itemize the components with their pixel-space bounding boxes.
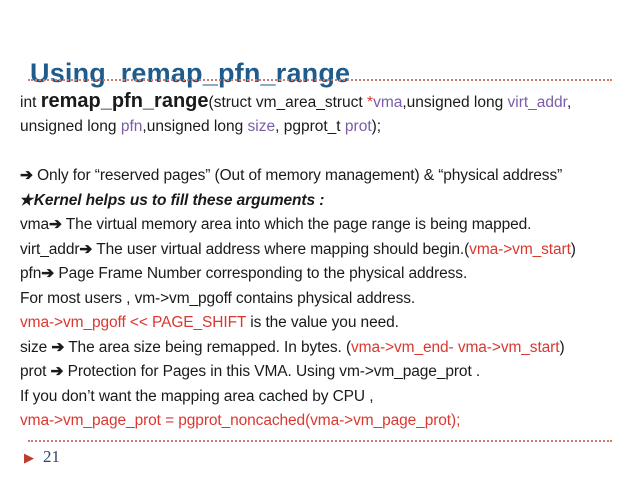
arg-prot-line: prot ➔ Protection for Pages in this VMA.… bbox=[20, 360, 634, 385]
arrow-icon: ➔ bbox=[51, 338, 65, 356]
text-segment: , bbox=[566, 94, 572, 111]
footer-divider bbox=[28, 440, 612, 442]
pfn-note-line-2: vma->vm_pgoff << PAGE_SHIFT is the value… bbox=[20, 311, 634, 336]
text-segment: If you don’t want the mapping area cache… bbox=[20, 387, 374, 405]
slide-footer: ▶ 21 bbox=[24, 447, 60, 467]
title-divider bbox=[28, 79, 612, 81]
text-segment: ); bbox=[371, 118, 382, 135]
arrow-icon: ➔ bbox=[50, 363, 64, 380]
text-segment: is the value you need. bbox=[246, 314, 399, 331]
text-segment: size bbox=[20, 338, 52, 356]
text-segment: prot bbox=[20, 363, 51, 380]
text-segment: unsigned long bbox=[20, 118, 121, 135]
text-segment: Page Frame Number corresponding to the p… bbox=[54, 265, 468, 282]
bullet-kernel-helps: ★ Kernel helps us to fill these argument… bbox=[18, 189, 634, 214]
text-segment: Only for “reserved pages” (Out of memory… bbox=[37, 167, 563, 184]
arrow-icon: ➔ bbox=[48, 216, 62, 233]
code-red: vma->vm_start bbox=[469, 240, 571, 258]
arg-virt-addr-line: virt_addr➔ The user virtual address wher… bbox=[20, 238, 634, 263]
param-pfn: pfn bbox=[120, 118, 143, 135]
text-segment: Kernel helps us to fill these arguments … bbox=[33, 191, 325, 209]
text-segment: , pgprot_t bbox=[275, 118, 345, 135]
code-red: vma->vm_end- vma->vm_start bbox=[351, 338, 560, 356]
text-segment: (struct vm_area_struct bbox=[208, 94, 368, 111]
text-segment: Protection for Pages in this VMA. Using … bbox=[63, 363, 481, 380]
arg-pfn-line: pfn➔ Page Frame Number corresponding to … bbox=[20, 262, 634, 287]
prot-note-line-1: If you don’t want the mapping area cache… bbox=[20, 385, 634, 410]
page-title: Using remap_pfn_range bbox=[30, 58, 351, 89]
arg-vma-line: vma➔ The virtual memory area into which … bbox=[20, 213, 634, 238]
vertical-spacer bbox=[20, 138, 634, 164]
text-segment: The user virtual address where mapping s… bbox=[92, 240, 470, 258]
text-segment: int bbox=[20, 94, 41, 111]
code-red: vma->vm_page_prot = pgprot_noncached(vma… bbox=[20, 412, 461, 429]
slide-body: int remap_pfn_range(struct vm_area_struc… bbox=[18, 88, 634, 434]
pointer-star: * bbox=[367, 94, 374, 111]
param-vma: vma bbox=[373, 94, 403, 111]
text-segment: ,unsigned long bbox=[402, 94, 508, 111]
text-segment: ,unsigned long bbox=[142, 118, 248, 135]
arg-size-line: size ➔ The area size being remapped. In … bbox=[20, 336, 634, 361]
function-signature-line-1: int remap_pfn_range(struct vm_area_struc… bbox=[20, 88, 634, 116]
arrow-icon: ➔ bbox=[20, 167, 38, 184]
param-prot: prot bbox=[344, 118, 372, 135]
text-segment: For most users , vm->vm_pgoff contains p… bbox=[20, 289, 416, 307]
param-size: size bbox=[247, 118, 276, 135]
pfn-note-line-1: For most users , vm->vm_pgoff contains p… bbox=[20, 287, 634, 312]
text-segment: The virtual memory area into which the p… bbox=[61, 216, 532, 233]
function-name: remap_pfn_range bbox=[40, 90, 209, 112]
text-segment: vma bbox=[20, 216, 49, 233]
bullet-only-for: ➔ Only for “reserved pages” (Out of memo… bbox=[20, 164, 634, 189]
text-segment: The area size being remapped. In bytes. … bbox=[64, 338, 352, 356]
text-segment: ) bbox=[559, 338, 565, 356]
text-segment: virt_addr bbox=[20, 240, 80, 258]
triangle-icon: ▶ bbox=[24, 449, 34, 465]
text-segment: pfn bbox=[20, 265, 42, 282]
star-icon: ★ bbox=[18, 191, 37, 209]
page-number: 21 bbox=[43, 447, 60, 466]
function-signature-line-2: unsigned long pfn,unsigned long size, pg… bbox=[20, 116, 634, 138]
code-red: vma->vm_pgoff << PAGE_SHIFT bbox=[20, 314, 247, 331]
arrow-icon: ➔ bbox=[79, 240, 93, 258]
prot-note-line-2: vma->vm_page_prot = pgprot_noncached(vma… bbox=[20, 409, 634, 434]
param-virt-addr: virt_addr bbox=[507, 94, 567, 111]
arrow-icon: ➔ bbox=[41, 265, 55, 282]
text-segment: ) bbox=[570, 240, 576, 258]
